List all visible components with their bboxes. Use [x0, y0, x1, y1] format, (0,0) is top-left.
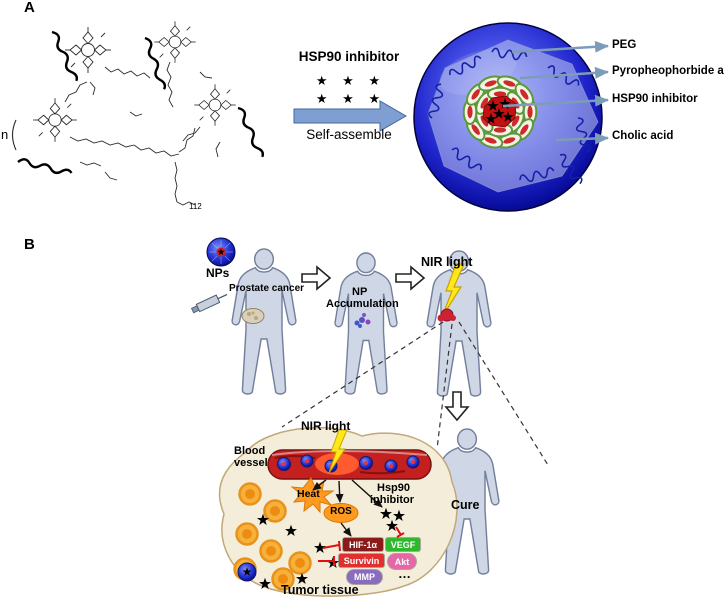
- np-accumulation-line1: NP: [352, 286, 368, 298]
- magnification-dashes: [281, 321, 549, 466]
- heat-label: Heat: [297, 488, 320, 500]
- irradiated-tumor-spot: [437, 308, 456, 322]
- tumor-nir-light-label: NIR light: [301, 419, 351, 433]
- hsp90-inhibitor-label-line2: inhibitor: [370, 494, 414, 506]
- signal-arrows: [312, 479, 383, 537]
- akt-badge: Akt: [388, 554, 416, 569]
- pyropheophorbide-arrow: [519, 66, 609, 80]
- peg-arrow: [511, 40, 609, 54]
- nir-bolt-small: [328, 429, 348, 474]
- blood-vessel: [267, 449, 432, 480]
- vegf-badge: VEGF: [386, 538, 420, 551]
- inhibition-bars: [318, 526, 405, 566]
- callout-hsp90: HSP90 inhibitor: [612, 93, 698, 105]
- np-in-tissue: [237, 562, 257, 582]
- hsp90-inhibitor-label-line1: Hsp90: [377, 482, 411, 494]
- np-icon: [206, 237, 236, 267]
- panel-a-label: A: [24, 0, 35, 16]
- self-assemble-arrow: [293, 100, 408, 132]
- hif-badge: HIF-1α: [343, 538, 383, 551]
- hsp90-arrow: [502, 94, 609, 108]
- cholic-acid-arrow: [555, 132, 609, 145]
- heat-burst: [290, 477, 335, 514]
- callout-peg: PEG: [612, 39, 637, 51]
- tumor-tissue-caption: Tumor tissue: [281, 583, 359, 597]
- nps-label: NPs: [206, 266, 230, 280]
- polymer-repeat-label: 112: [189, 202, 202, 211]
- inhibitor-stars-row-1: ★ ★ ★: [315, 73, 383, 88]
- blood-vessel-label-line1: Blood: [234, 445, 266, 457]
- callout-pyropheophorbide: Pyropheophorbide a: [612, 65, 724, 77]
- tumor-lesion: [241, 308, 265, 324]
- cure-label: Cure: [451, 498, 480, 512]
- step-arrow-1: [301, 266, 331, 290]
- callout-arrows: [502, 40, 609, 145]
- ros-label: ROS: [330, 506, 352, 517]
- callout-cholic-acid: Cholic acid: [612, 130, 674, 142]
- pathway-ellipsis: …: [398, 566, 411, 581]
- syringe-icon: [190, 293, 228, 314]
- blood-vessel-label-line2: vessel: [234, 457, 268, 469]
- survivin-badge: Survivin: [339, 554, 384, 567]
- self-assemble-label: Self-assemble: [306, 127, 392, 142]
- drug-core-cluster: [462, 72, 538, 152]
- patient-figure-1: [231, 248, 297, 395]
- inhibitor-stars-row-2: ★ ★ ★: [315, 91, 383, 106]
- np-accumulation-cluster: [354, 313, 371, 328]
- nir-bolt: [441, 263, 465, 318]
- panel-b-label: B: [24, 236, 35, 253]
- polymer-structure: [11, 20, 266, 206]
- step-arrow-2: [395, 266, 425, 290]
- ros-oval: [323, 503, 359, 523]
- np-accumulation-line2: Accumulation: [326, 298, 399, 310]
- polymer-n-label: n: [1, 127, 9, 142]
- cure-arrow: [445, 391, 469, 421]
- nanoparticle-sphere: [413, 22, 603, 212]
- mmp-badge: MMP: [347, 570, 382, 584]
- prostate-cancer-label: Prostate cancer: [229, 283, 305, 294]
- inhibitor-title: HSP90 inhibitor: [298, 49, 400, 64]
- nir-light-label: NIR light: [421, 255, 473, 269]
